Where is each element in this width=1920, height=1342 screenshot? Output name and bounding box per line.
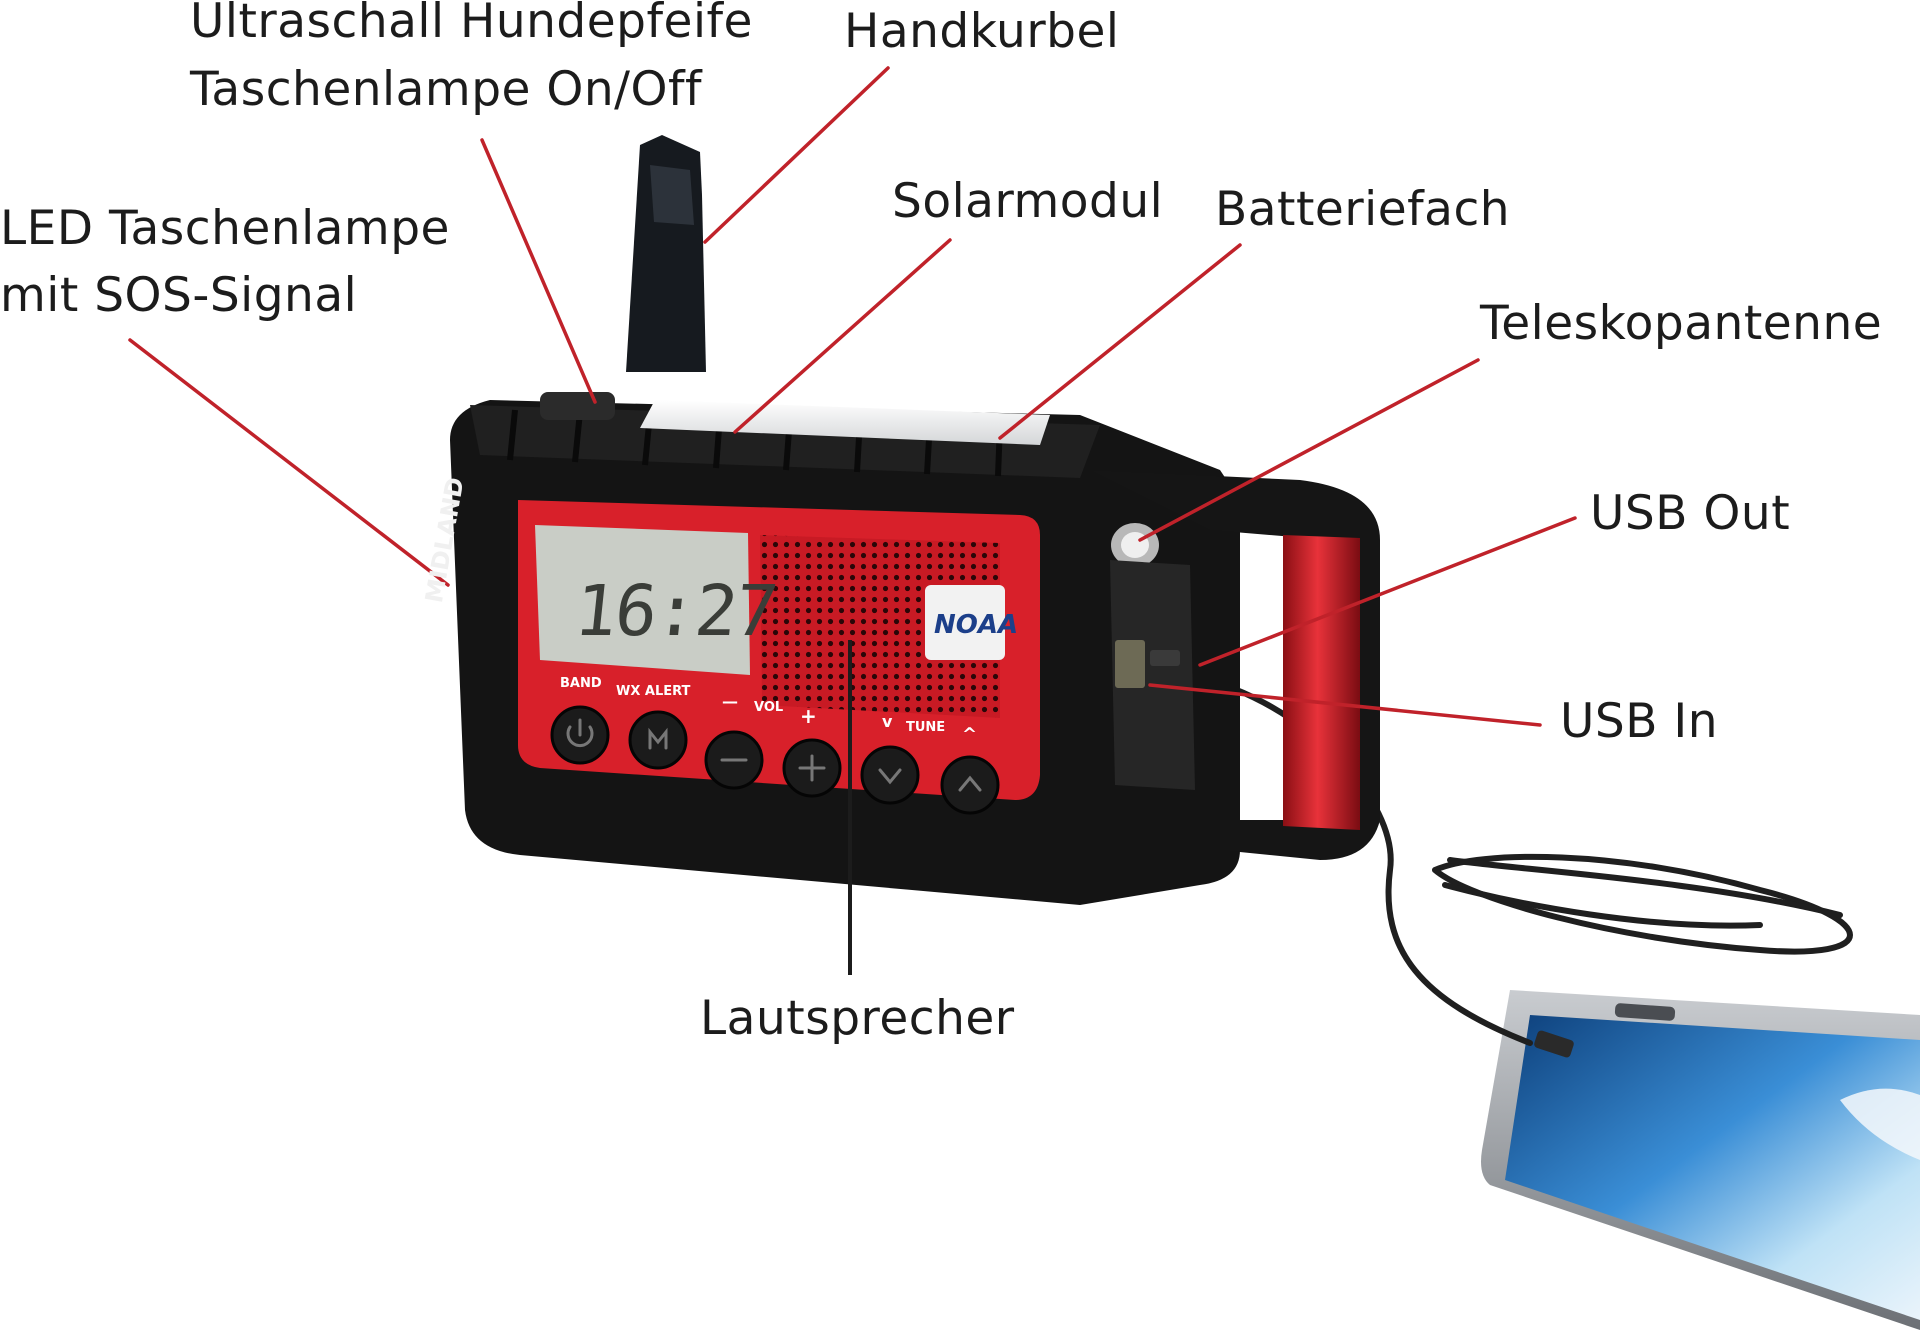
label-solarmodul: Solarmodul	[892, 174, 1164, 229]
solar-panel	[640, 400, 1050, 445]
tune-down-label: v	[882, 712, 893, 731]
flashlight-button	[540, 392, 615, 420]
vol-label: VOL	[754, 700, 784, 715]
label-usb-out: USB Out	[1590, 486, 1791, 541]
wx-alert-label: WX ALERT	[616, 684, 691, 699]
label-handkurbel: Handkurbel	[844, 4, 1120, 59]
label-teleskopantenne: Teleskopantenne	[1480, 296, 1883, 351]
usb-port	[1115, 640, 1145, 688]
usb-plug	[1534, 1030, 1574, 1058]
usb-port-panel	[1110, 560, 1195, 790]
label-ultraschall-hundepfeife: Ultraschall Hundepfeife	[190, 0, 753, 49]
speaker-grill	[760, 535, 1000, 718]
tune-label: TUNE	[906, 720, 946, 735]
leader-lines	[128, 66, 1577, 727]
noaa-badge-text: NOAA	[934, 610, 1019, 640]
label-taschenlampe-on-off: Taschenlampe On/Off	[190, 62, 703, 117]
tune-up-button[interactable]	[940, 755, 1000, 815]
label-batteriefach: Batteriefach	[1215, 182, 1511, 237]
noaa-badge	[925, 585, 1005, 660]
label-usb-in: USB In	[1560, 694, 1719, 749]
label-mit-sos-signal: mit SOS-Signal	[0, 268, 358, 323]
hand-crank	[626, 135, 706, 372]
smartphone	[1481, 990, 1920, 1330]
lcd-time: 16:27	[570, 570, 781, 652]
radio-device	[450, 392, 1380, 905]
tune-down-button[interactable]	[860, 745, 920, 805]
label-lautsprecher: Lautsprecher	[700, 991, 1015, 1046]
lcd-display	[535, 525, 750, 675]
tune-up-label: ^	[962, 724, 978, 745]
handle-grip	[1283, 535, 1360, 830]
vol-minus-label: —	[722, 692, 738, 711]
band-label: BAND	[560, 676, 602, 691]
label-led-taschenlampe: LED Taschenlampe	[0, 201, 450, 256]
vol-plus-label: +	[800, 704, 817, 728]
